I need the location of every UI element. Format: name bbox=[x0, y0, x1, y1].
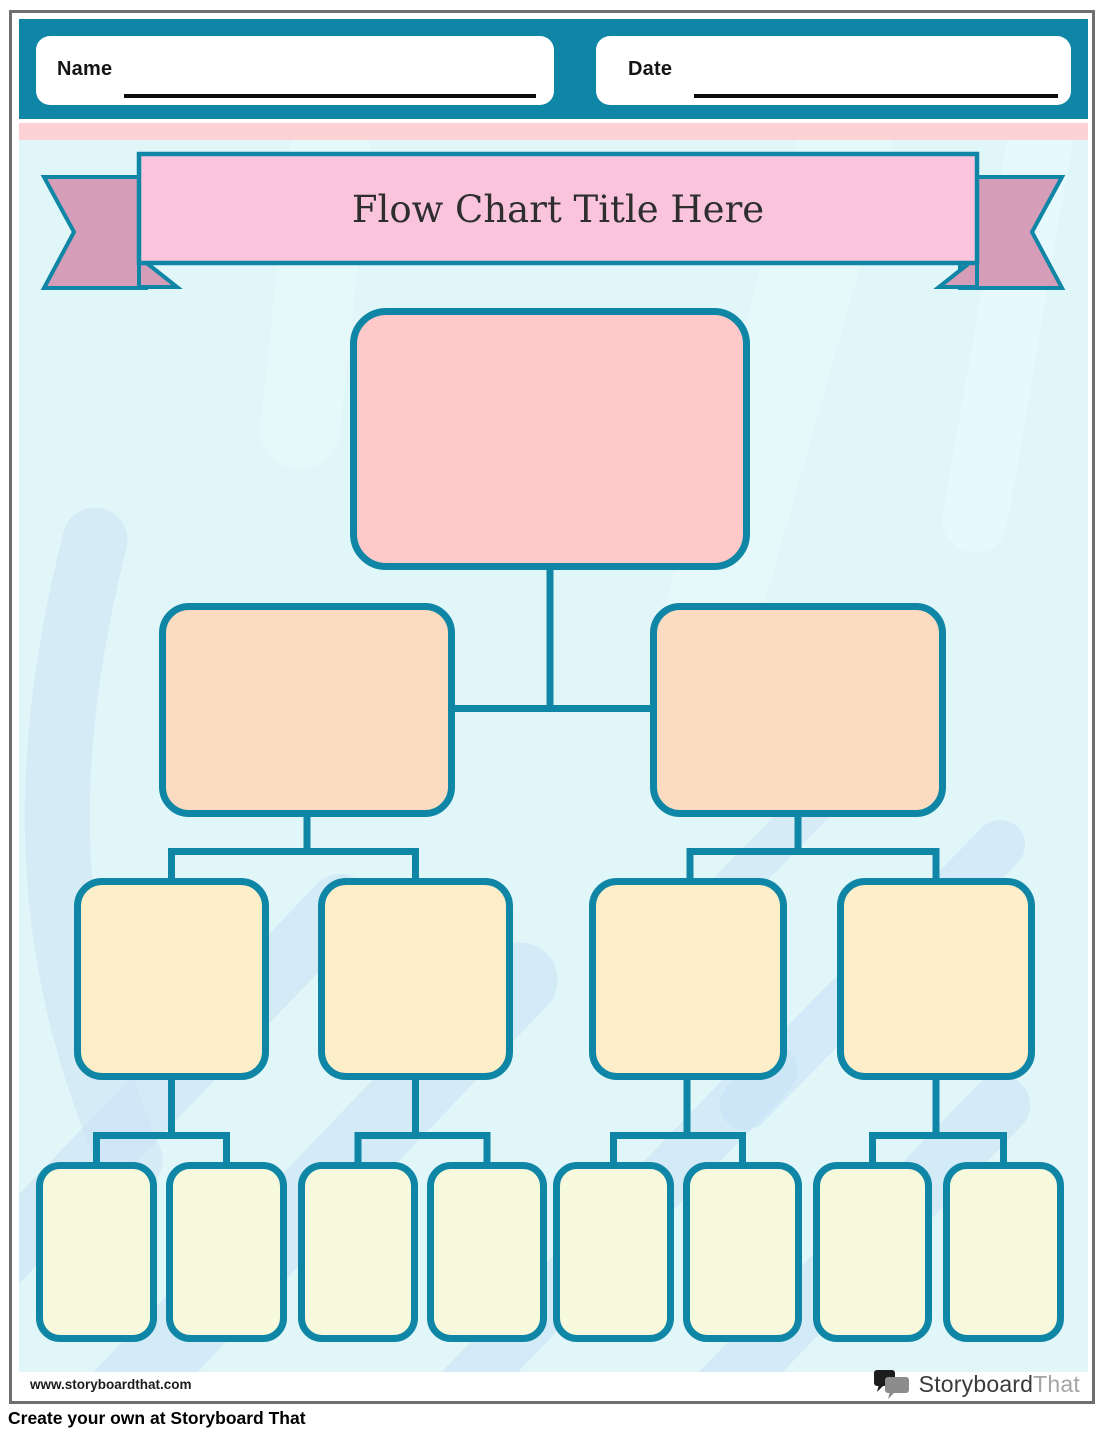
date-label: Date bbox=[628, 58, 673, 80]
pink-accent-strip bbox=[19, 123, 1088, 140]
flow-node-level4-4[interactable] bbox=[427, 1162, 547, 1342]
flow-node-level2-1[interactable] bbox=[159, 603, 455, 817]
header-bar: Name Date bbox=[19, 19, 1088, 119]
flow-node-level3-4[interactable] bbox=[837, 878, 1035, 1080]
name-field[interactable]: Name bbox=[36, 36, 554, 105]
name-label: Name bbox=[57, 58, 113, 80]
flow-node-level3-3[interactable] bbox=[589, 878, 787, 1080]
logo-text-secondary: That bbox=[1033, 1370, 1080, 1397]
flow-node-level4-8[interactable] bbox=[943, 1162, 1064, 1342]
footer-strip bbox=[19, 1372, 1088, 1398]
speech-bubbles-icon bbox=[873, 1370, 909, 1399]
date-field[interactable]: Date bbox=[596, 36, 1071, 105]
flow-node-level4-3[interactable] bbox=[298, 1162, 418, 1342]
flow-node-level4-6[interactable] bbox=[683, 1162, 802, 1342]
storyboardthat-logo: StoryboardThat bbox=[873, 1369, 1080, 1399]
create-your-own-tagline: Create your own at Storyboard That bbox=[8, 1408, 306, 1428]
flow-node-level3-2[interactable] bbox=[318, 878, 513, 1080]
flow-node-level4-2[interactable] bbox=[166, 1162, 287, 1342]
flow-node-level4-7[interactable] bbox=[813, 1162, 932, 1342]
flow-node-level4-5[interactable] bbox=[553, 1162, 674, 1342]
site-url: www.storyboardthat.com bbox=[30, 1377, 192, 1392]
logo-text-primary: Storyboard bbox=[918, 1370, 1034, 1397]
flow-node-level3-1[interactable] bbox=[74, 878, 269, 1080]
flow-node-level2-2[interactable] bbox=[650, 603, 946, 817]
flow-node-level1[interactable] bbox=[350, 308, 750, 570]
date-write-line[interactable] bbox=[694, 94, 1058, 98]
flow-node-level4-1[interactable] bbox=[36, 1162, 157, 1342]
name-write-line[interactable] bbox=[124, 94, 536, 98]
